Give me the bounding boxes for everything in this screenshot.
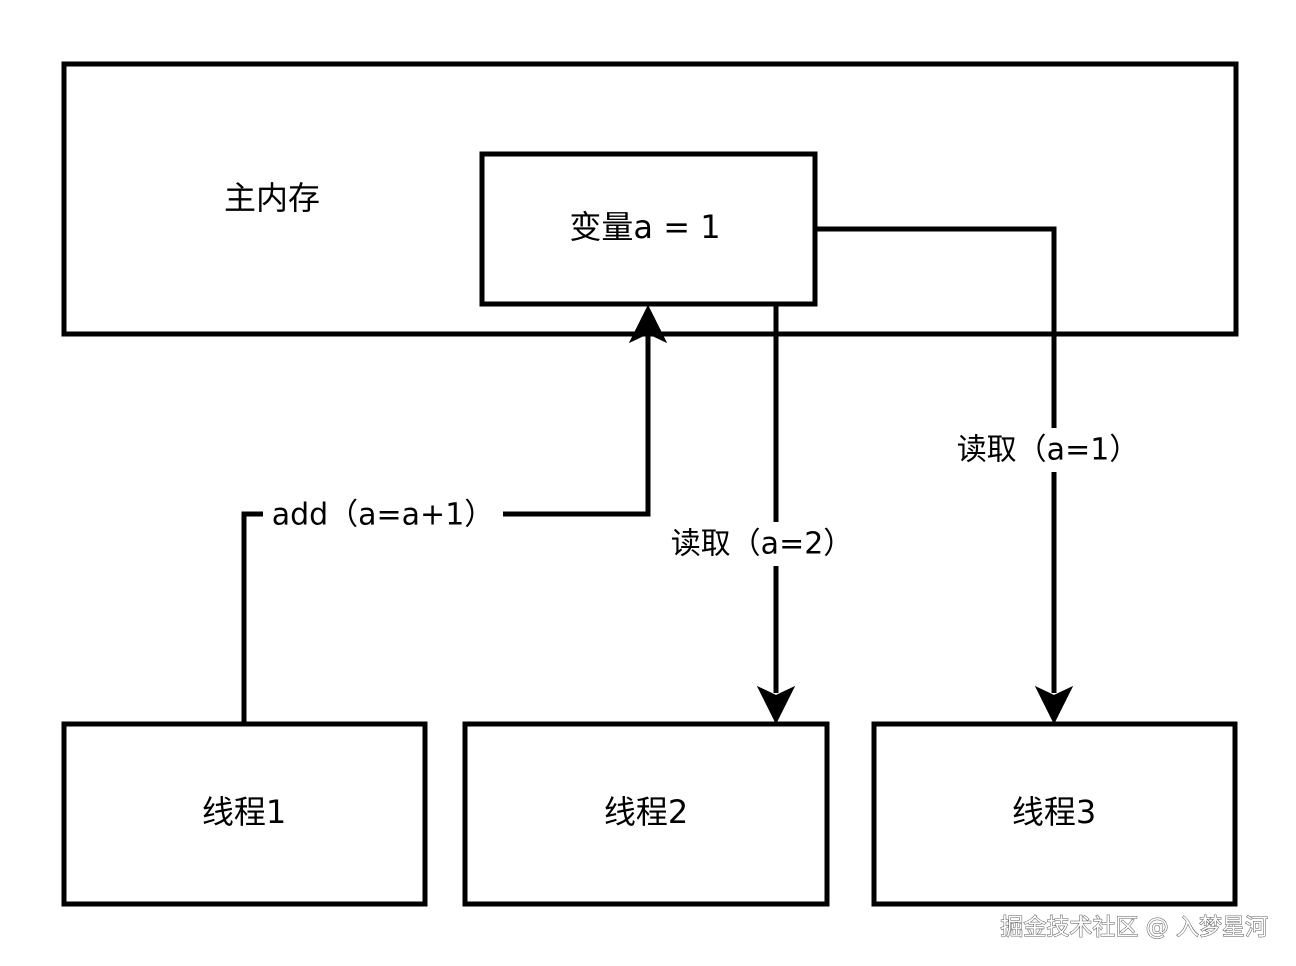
thread-2-label: 线程2	[604, 793, 688, 831]
read-thread3-label-bg	[952, 428, 1148, 472]
read-thread2-arrowhead	[756, 685, 796, 725]
read-thread3-arrowhead	[1034, 685, 1074, 725]
add-edge-arrowhead	[628, 304, 668, 344]
read-thread3-edge	[817, 226, 1057, 693]
add-edge-label: add（a=a+1）	[272, 498, 495, 533]
thread-1-box	[61, 721, 428, 907]
add-edge-label-bg	[263, 494, 503, 536]
thread-2-box	[462, 721, 830, 907]
thread-3-label: 线程3	[1012, 793, 1096, 831]
main-memory-label: 主内存	[224, 179, 320, 217]
read-thread2-label-bg	[664, 522, 860, 566]
read-thread2-label: 读取（a=2）	[671, 527, 854, 562]
variable-box	[479, 151, 818, 307]
thread-1-label: 线程1	[202, 793, 286, 831]
read-thread3-label: 读取（a=1）	[957, 433, 1140, 468]
thread-3-box	[871, 721, 1238, 907]
watermark-text: 掘金技术社区 @ 入梦星河	[1000, 915, 1268, 941]
variable-label: 变量a = 1	[569, 208, 720, 246]
